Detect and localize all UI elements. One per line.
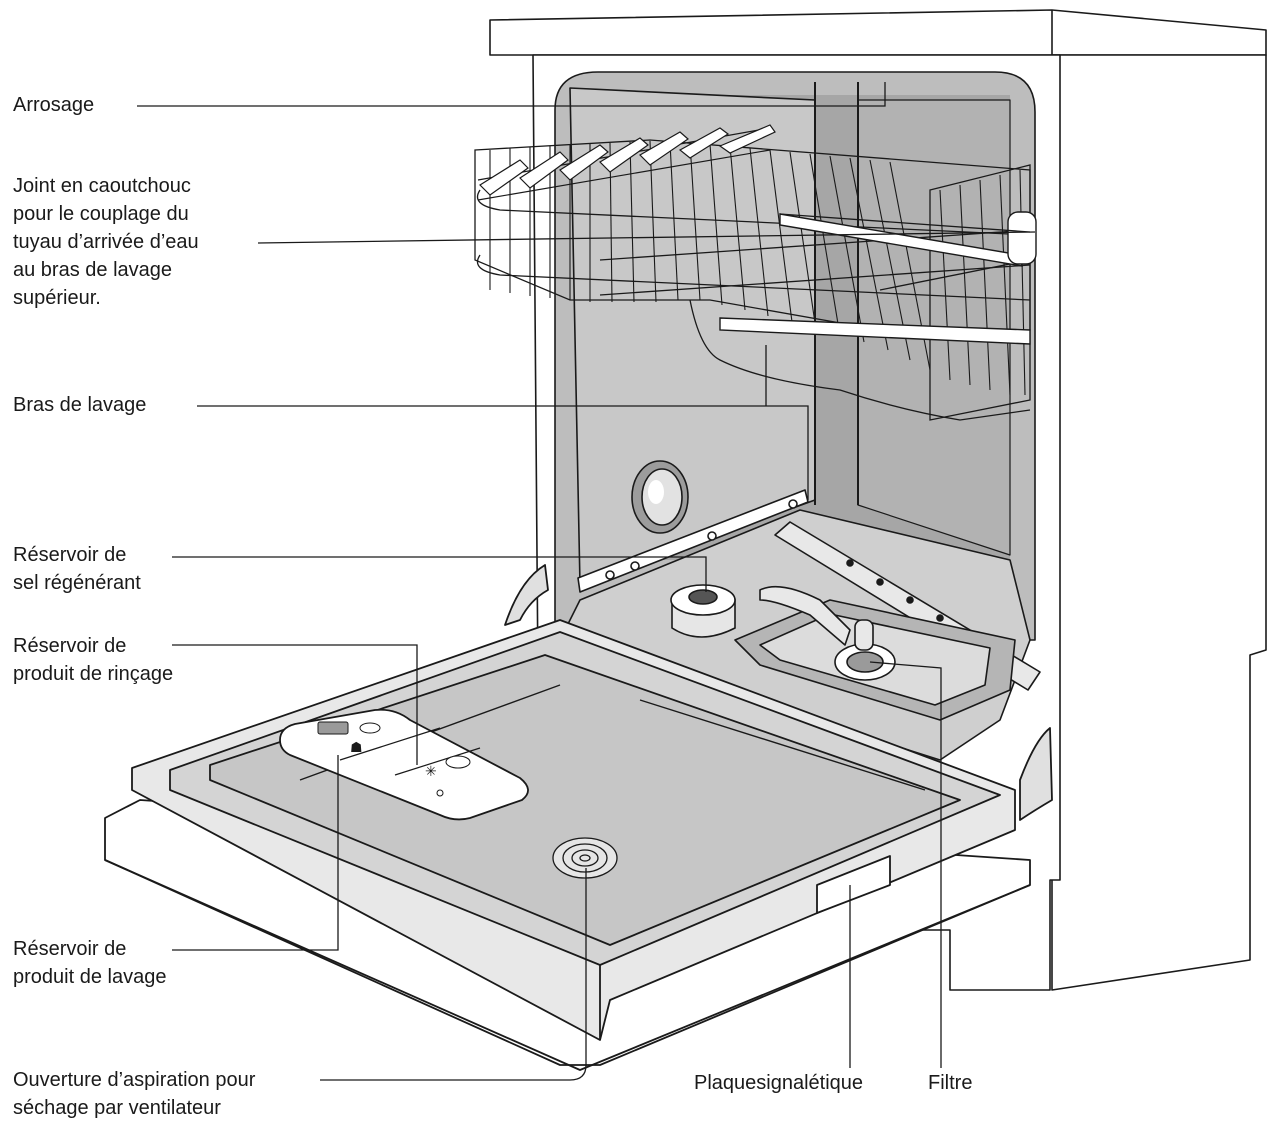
svg-text:✳: ✳ <box>425 763 437 779</box>
label-line: séchage par ventilateur <box>13 1097 221 1119</box>
lower-wash-arm <box>734 521 1041 721</box>
label-line: pour le couplage du <box>13 203 189 225</box>
label-line: Filtre <box>928 1072 973 1094</box>
label-filtre: Filtre <box>928 1069 972 1097</box>
label-line: supérieur. <box>13 287 101 309</box>
leader-ouverture <box>320 868 587 1081</box>
label-line: Réservoir de <box>13 544 127 566</box>
upper-basket <box>474 127 1031 421</box>
label-ouverture: Ouverture d’aspiration pour séchage par … <box>13 1066 255 1122</box>
salt-reservoir-cap <box>670 584 736 638</box>
leader-arrosage <box>137 82 886 107</box>
door: ☗ ✳ <box>104 564 1053 1071</box>
worktop <box>489 9 1267 56</box>
leader-joint-b <box>779 213 1031 233</box>
leader-lavage <box>172 755 339 951</box>
upper-wash-arm <box>719 211 1037 345</box>
label-sel: Réservoir de sel régénérant <box>13 541 141 597</box>
cup-shelf <box>479 124 776 196</box>
label-line: Arrosage <box>13 94 95 116</box>
leader-lines <box>137 82 1036 1081</box>
leader-filtre <box>869 661 942 1068</box>
suction-opening <box>552 837 618 879</box>
label-line: au bras de lavage <box>13 259 173 281</box>
rating-plate <box>816 855 891 914</box>
label-line: produit de lavage <box>13 966 167 988</box>
label-arrosage: Arrosage <box>13 91 94 119</box>
label-joint: Joint en caoutchouc pour le couplage du … <box>13 172 199 312</box>
label-line: sel régénérant <box>13 572 141 594</box>
label-line: Ouverture d’aspiration pour <box>13 1069 256 1091</box>
label-bras: Bras de lavage <box>13 391 146 419</box>
leader-sel <box>172 556 707 592</box>
side-panel <box>1051 54 1267 991</box>
label-line: Réservoir de <box>13 938 127 960</box>
label-line: Plaquesignalétique <box>694 1072 864 1094</box>
label-line: Joint en caoutchouc <box>13 175 191 197</box>
label-line: tuyau d’arrivée d’eau <box>13 231 199 253</box>
label-line: Bras de lavage <box>13 394 147 416</box>
label-line: Réservoir de <box>13 635 127 657</box>
detergent-dispenser: ☗ ✳ <box>279 708 529 821</box>
label-rincage: Réservoir de produit de rinçage <box>13 632 173 688</box>
label-lavage: Réservoir de produit de lavage <box>13 935 166 991</box>
leader-rincage <box>172 644 418 765</box>
leader-joint <box>257 231 1036 244</box>
label-plaque: Plaquesignalétique <box>694 1069 863 1097</box>
label-line: produit de rinçage <box>13 663 174 685</box>
svg-text:☗: ☗ <box>350 739 363 755</box>
leader-bras <box>197 405 809 500</box>
